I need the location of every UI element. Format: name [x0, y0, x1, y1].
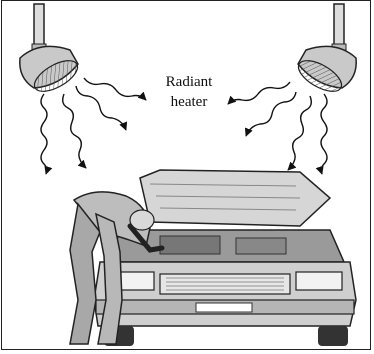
- car-illustration: [94, 170, 356, 346]
- radiation-arrows-left: [41, 78, 146, 174]
- heater-label-line1: Radiant: [150, 72, 228, 92]
- left-heater-icon: [20, 4, 83, 98]
- heater-label-line2: heater: [150, 92, 228, 112]
- radiation-arrows-right: [228, 82, 327, 174]
- right-heater-icon: [294, 4, 357, 98]
